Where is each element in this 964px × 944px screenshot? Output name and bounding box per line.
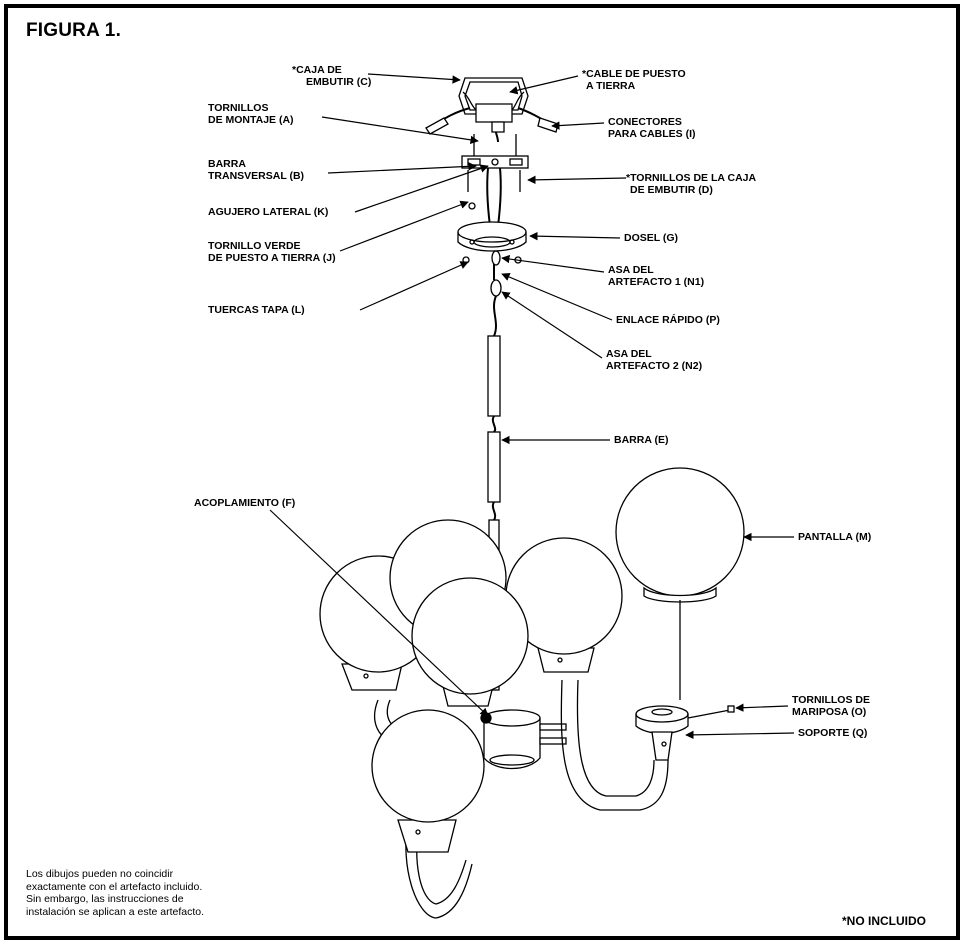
label-coupling: ACOPLAMIENTO (F) [194, 497, 296, 509]
label-cap-nuts: TUERCAS TAPA (L) [208, 304, 305, 316]
canopy [457, 221, 527, 252]
figure-title: FIGURA 1. [26, 20, 122, 41]
central-body [483, 709, 567, 770]
crossbar [461, 155, 529, 169]
label-quick-link: ENLACE RÁPIDO (P) [616, 314, 720, 326]
label-canopy: DOSEL (G) [624, 232, 679, 244]
bracket [635, 705, 735, 761]
label-side-hole: AGUJERO LATERAL (K) [208, 206, 329, 218]
not-included-note: *NO INCLUIDO [842, 914, 926, 928]
label-bracket: SOPORTE (Q) [798, 727, 868, 739]
globes [319, 467, 745, 823]
label-shade: PANTALLA (M) [798, 531, 872, 543]
junction-box [458, 77, 529, 123]
disclaimer-note: Los dibujos pueden no coincidir exactame… [26, 868, 205, 918]
label-rod: BARRA (E) [614, 434, 669, 446]
